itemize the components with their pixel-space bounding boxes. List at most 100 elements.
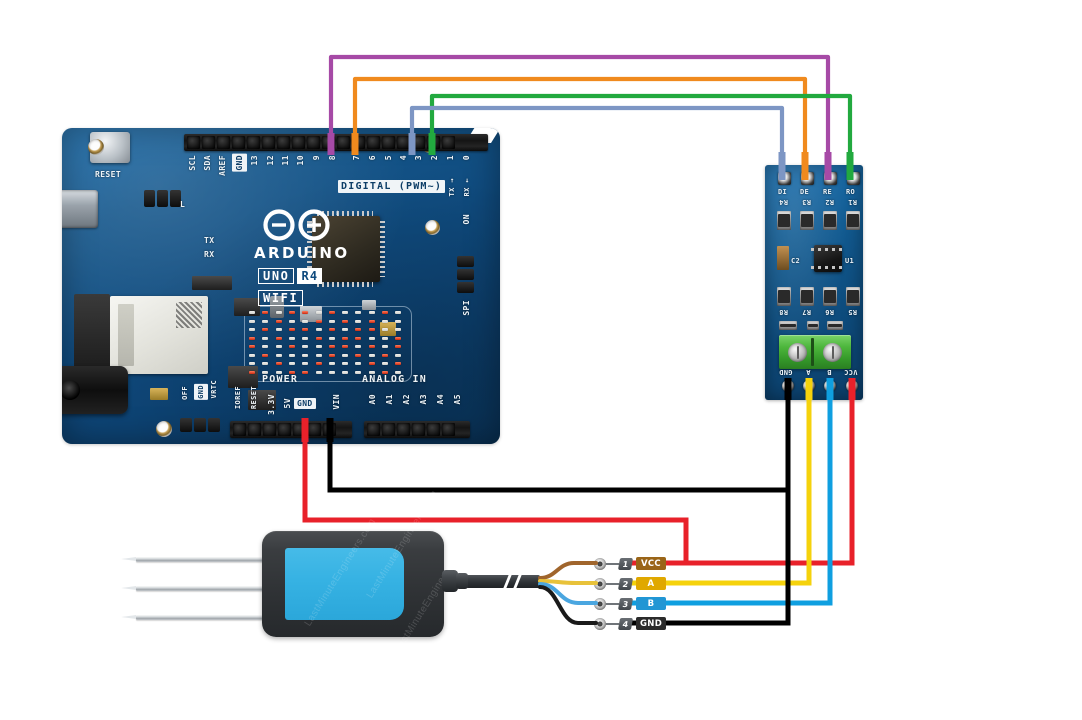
led-matrix-cell xyxy=(275,311,282,315)
header-pin-5[interactable] xyxy=(367,136,380,149)
jumper-block-left[interactable] xyxy=(144,190,181,207)
led-matrix-cell xyxy=(288,345,295,349)
header-pin-11[interactable] xyxy=(277,136,290,149)
terminal-lead xyxy=(606,582,619,585)
arduino-brand-text: ARDUINO xyxy=(254,244,350,262)
analog-pin-a0[interactable] xyxy=(367,423,380,436)
led-matrix-cell xyxy=(342,345,349,349)
analog-pin-a4[interactable] xyxy=(427,423,440,436)
led-matrix-cell xyxy=(368,345,375,349)
wire-d7-to-de xyxy=(352,76,808,176)
led-matrix-cell xyxy=(355,336,362,340)
header-pin-4[interactable] xyxy=(382,136,395,149)
terminal-screw-icon[interactable] xyxy=(594,577,606,590)
header-pin-3[interactable] xyxy=(397,136,410,149)
header-pin-9[interactable] xyxy=(307,136,320,149)
smd-component xyxy=(300,306,322,322)
analog-pin-a1[interactable] xyxy=(382,423,395,436)
usb-c-connector[interactable] xyxy=(62,190,98,228)
rs485-resistor-r3 xyxy=(800,211,814,230)
analog-pin-header[interactable] xyxy=(364,421,470,438)
led-matrix-cell xyxy=(315,319,322,323)
sensor-prong-1 xyxy=(121,557,286,562)
rs485-label-c2: C2 xyxy=(791,257,801,265)
power-pin-gnd-2[interactable] xyxy=(308,423,321,436)
led-matrix-cell xyxy=(368,353,375,357)
wire-d2-to-ro xyxy=(429,93,853,176)
led-matrix-cell xyxy=(342,370,349,374)
led-matrix-cell xyxy=(328,336,335,340)
led-matrix-cell xyxy=(395,353,402,357)
led-matrix-cell xyxy=(249,353,255,357)
led-matrix-cell xyxy=(395,311,402,315)
led-matrix-cell xyxy=(355,353,362,357)
led-matrix-cell xyxy=(288,336,295,340)
header-pin-12[interactable] xyxy=(262,136,275,149)
header-pin-sda[interactable] xyxy=(202,136,215,149)
led-matrix-cell xyxy=(328,370,335,374)
led-matrix-cell xyxy=(355,345,362,349)
power-pin-reset[interactable] xyxy=(248,423,261,436)
terminal-lead xyxy=(606,562,619,565)
smd-mosfet xyxy=(248,390,276,410)
power-pin-5v[interactable] xyxy=(278,423,291,436)
header-pin-10[interactable] xyxy=(292,136,305,149)
led-matrix-cell xyxy=(288,353,295,357)
terminal-screw-icon[interactable] xyxy=(594,617,606,630)
spi-jumper-block[interactable] xyxy=(457,256,474,293)
sensor-terminal-row-4[interactable]: 4 GND xyxy=(594,617,667,630)
header-pin-gnd[interactable] xyxy=(232,136,245,149)
analog-pin-a5[interactable] xyxy=(442,423,455,436)
header-pin-7[interactable] xyxy=(337,136,350,149)
led-matrix-cell xyxy=(288,311,295,315)
analog-pin-a3[interactable] xyxy=(412,423,425,436)
sensor-terminal-row-3[interactable]: 3 B xyxy=(594,597,666,610)
analog-pin-a2[interactable] xyxy=(397,423,410,436)
aux-pin-block[interactable] xyxy=(180,418,220,432)
led-matrix-cell xyxy=(395,370,402,374)
led-matrix-cell xyxy=(355,370,362,374)
led-matrix-cell xyxy=(275,353,282,357)
led-matrix-cell xyxy=(368,370,375,374)
led-matrix-cell xyxy=(288,370,295,374)
rs485-smd-3 xyxy=(827,321,843,330)
led-matrix-cell xyxy=(382,328,388,332)
rs485-label-u1: U1 xyxy=(845,257,855,265)
header-pin-scl[interactable] xyxy=(187,136,200,149)
power-pin-3v3[interactable] xyxy=(263,423,276,436)
terminal-screw-b[interactable] xyxy=(823,343,842,362)
led-matrix-cell xyxy=(382,362,388,366)
sensor-front-panel xyxy=(285,548,404,620)
terminal-screw-icon[interactable] xyxy=(594,597,606,610)
rs485-ic-max485 xyxy=(811,245,845,272)
header-pin-0-rx[interactable] xyxy=(442,136,455,149)
led-matrix-cell xyxy=(368,311,375,315)
terminal-screw-a[interactable] xyxy=(788,343,807,362)
terminal-screw-icon[interactable] xyxy=(594,557,606,570)
mounting-hole xyxy=(88,139,104,155)
sensor-terminal-row-1[interactable]: 1 VCC xyxy=(594,557,666,570)
terminal-lead xyxy=(606,622,619,625)
led-matrix-cell xyxy=(342,319,349,323)
led-matrix-cell xyxy=(355,362,362,366)
led-matrix-cell xyxy=(328,311,335,315)
reset-label: RESET xyxy=(95,170,122,179)
led-matrix-cell xyxy=(368,362,375,366)
led-matrix-cell xyxy=(342,362,349,366)
esp32-shield-can xyxy=(74,294,110,370)
model-badge-uno-r4: UNO R4 xyxy=(258,268,323,284)
power-pin-ioref[interactable] xyxy=(233,423,246,436)
led-matrix-cell xyxy=(262,370,269,374)
header-pin-13[interactable] xyxy=(247,136,260,149)
sensor-terminal-row-2[interactable]: 2 A xyxy=(594,577,666,590)
rx-led-label: RX xyxy=(204,250,215,259)
led-matrix-cell xyxy=(382,319,388,323)
led-matrix-cell xyxy=(249,328,255,332)
led-matrix-cell xyxy=(262,319,269,323)
header-pin-aref[interactable] xyxy=(217,136,230,149)
dc-barrel-jack[interactable] xyxy=(62,366,128,414)
led-matrix-cell xyxy=(355,311,362,315)
rs485-screw-terminal[interactable] xyxy=(779,335,851,369)
